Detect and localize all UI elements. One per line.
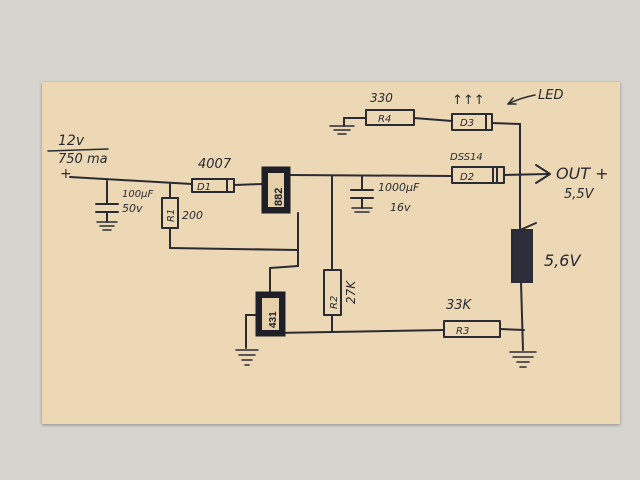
- r1-value-label: 200: [182, 209, 203, 222]
- c-in-value-label: 100μF: [122, 189, 153, 200]
- d3-ref-label: D3: [460, 118, 474, 129]
- supply-voltage-label: 12v: [58, 133, 85, 149]
- c-in-voltage-label: 50v: [122, 202, 143, 215]
- r1-ref-label: R1: [166, 209, 177, 222]
- supply-underline: [47, 148, 109, 152]
- ground-icon: [351, 207, 373, 213]
- ground-icon: [96, 221, 118, 231]
- wires: [69, 117, 549, 351]
- transistor-882-label: 882: [273, 188, 285, 206]
- wire-r3-right: [499, 328, 525, 331]
- led-pointer-arrow: [507, 94, 536, 105]
- transistor-431-label: 431: [268, 311, 279, 328]
- zener-voltage-label: 5,6V: [544, 251, 581, 270]
- wire-r4-d3: [413, 117, 453, 122]
- wire-input: [69, 176, 193, 185]
- led-note-label: LED: [538, 88, 563, 103]
- wire-output: [503, 173, 549, 176]
- d1-ref-label: D1: [197, 182, 211, 193]
- r3-value-label: 33K: [446, 298, 473, 313]
- output-arrow-icon: [535, 164, 551, 184]
- wire-main: [289, 174, 453, 177]
- wire-to-431: [269, 265, 299, 269]
- diode-d1: [191, 178, 235, 193]
- r4-value-label: 330: [370, 91, 393, 105]
- wire-d1-882: [233, 183, 263, 186]
- capacitor-out: [350, 189, 374, 199]
- c-out-value-label: 1000μF: [378, 181, 420, 194]
- ground-icon: [509, 351, 537, 368]
- ground-symbols: [96, 125, 537, 368]
- resistor-r2: [323, 269, 342, 316]
- resistor-r4: [365, 109, 415, 126]
- ground-icon: [235, 349, 259, 366]
- output-label: OUT +: [556, 164, 609, 183]
- output-voltage-label: 5,5V: [564, 187, 595, 202]
- d2-ref-label: D2: [460, 172, 474, 183]
- diode-d2: [451, 166, 505, 184]
- r2-value-label: 27K: [344, 280, 358, 304]
- c-out-voltage-label: 16v: [390, 201, 411, 214]
- r4-ref-label: R4: [378, 114, 391, 125]
- zener-diode: [511, 222, 537, 283]
- d3-arrows-label: ↑↑↑: [452, 93, 485, 108]
- resistor-r1: [161, 197, 179, 229]
- wire-d3-right: [491, 122, 521, 125]
- supply-plus-label: +: [60, 166, 72, 182]
- diode-d3: [451, 113, 493, 131]
- capacitor-in: [95, 203, 119, 213]
- ground-icon: [329, 125, 355, 135]
- d1-part-label: 4007: [198, 157, 232, 172]
- d2-part-label: DSS14: [450, 152, 483, 163]
- wire-bottom-bus: [273, 329, 445, 334]
- r2-ref-label: R2: [329, 296, 340, 309]
- transistor-431-label-window: [262, 298, 279, 330]
- r3-ref-label: R3: [456, 326, 469, 337]
- wire-right-bottom: [520, 281, 524, 351]
- wire-base-bus: [169, 247, 299, 251]
- supply-current-label: 750 ma: [58, 152, 108, 167]
- transistor-882-label-window: [268, 173, 284, 207]
- resistor-r3: [443, 320, 501, 338]
